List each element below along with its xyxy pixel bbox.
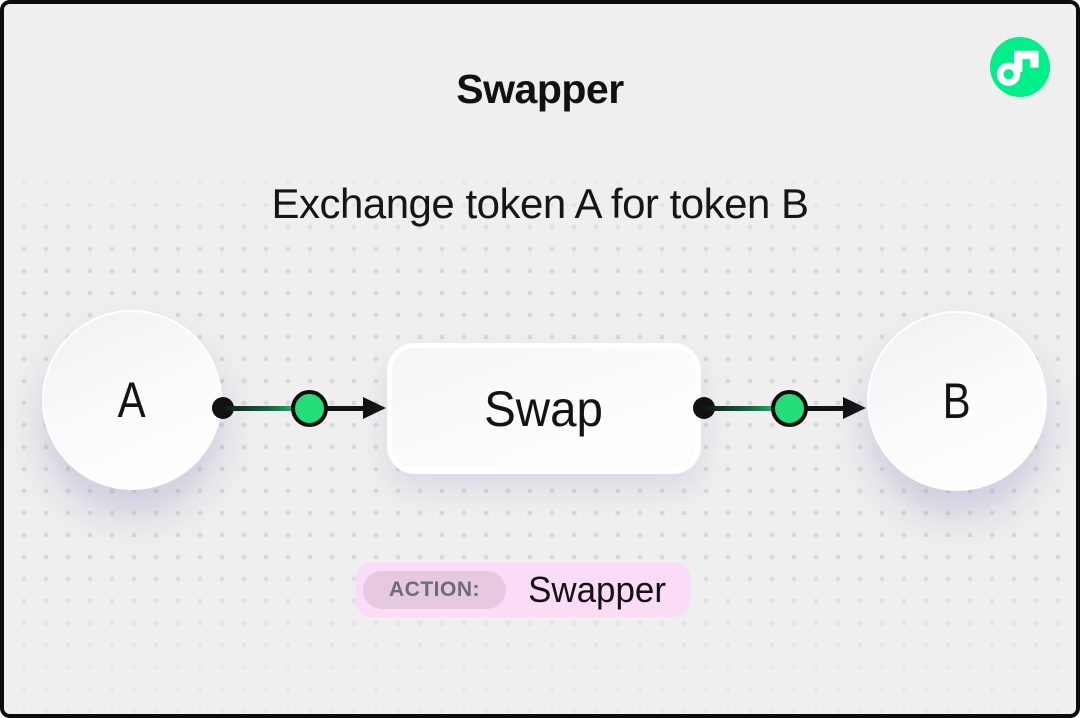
edge1-line-left (223, 406, 309, 411)
action-badge-label: ACTION: (389, 577, 480, 601)
page-subtitle: Exchange token A for token B (271, 180, 809, 227)
edge2-start-dot (693, 397, 715, 419)
token-node-b-label: B (942, 373, 972, 429)
swap-action-label: Swap (484, 380, 604, 437)
edge2-line-left (705, 406, 789, 411)
token-node-a: A (42, 310, 222, 490)
action-badge: ACTION: Swapper (356, 562, 691, 617)
swap-action-box: Swap (387, 343, 701, 474)
edge2-line-right (807, 406, 845, 411)
edge1-line-right (327, 406, 365, 411)
token-node-b: B (867, 311, 1047, 491)
action-badge-label-pill: ACTION: (363, 570, 506, 609)
flow-logo-icon (990, 37, 1050, 97)
edge1-arrowhead-icon (363, 397, 386, 419)
edge2-green-node (771, 390, 808, 427)
token-node-a-label: A (117, 372, 147, 428)
edge2-arrowhead-icon (843, 397, 866, 419)
page-title: Swapper (456, 66, 624, 112)
action-badge-value: Swapper (528, 568, 666, 610)
edge1-green-node (291, 390, 328, 427)
